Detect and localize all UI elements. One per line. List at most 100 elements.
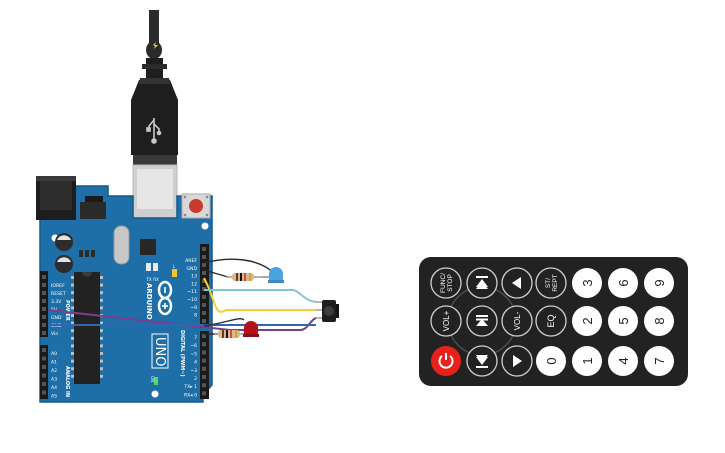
remote-button-func-stop[interactable]: FUNC/STOP (430, 267, 462, 299)
chip-leg (100, 276, 103, 279)
led-blue[interactable] (262, 267, 284, 283)
header-pin[interactable] (202, 334, 206, 338)
power-header[interactable] (40, 271, 48, 337)
header-pin[interactable] (42, 275, 46, 279)
header-pin[interactable] (202, 255, 206, 259)
pin-label: A0 (51, 351, 57, 357)
capacitor (55, 233, 73, 251)
wires[interactable] (47, 258, 317, 335)
button-label: VOL- (513, 311, 522, 330)
header-pin[interactable] (42, 323, 46, 327)
header-pin[interactable] (42, 315, 46, 319)
usb-cable[interactable] (131, 10, 178, 219)
chip-leg (100, 352, 103, 355)
voltage-regulator (80, 196, 106, 219)
digital-header-bottom[interactable] (200, 331, 209, 399)
analog-header[interactable] (40, 345, 48, 399)
resistor[interactable] (226, 273, 262, 281)
chip-leg (71, 329, 74, 333)
remote-button-back[interactable] (501, 267, 533, 299)
header-pin[interactable] (42, 331, 46, 335)
remote-button-6[interactable]: 6 (608, 268, 638, 298)
header-pin[interactable] (42, 307, 46, 311)
chip-leg (100, 321, 103, 325)
atmega-microcontroller (71, 272, 103, 384)
header-pin[interactable] (202, 358, 206, 363)
header-pin[interactable] (42, 382, 46, 386)
remote-button-forward[interactable] (501, 345, 533, 377)
chip-leg (71, 291, 74, 295)
pin-label: ~9 (190, 305, 197, 311)
pin-label: A3 (51, 377, 57, 383)
resistor[interactable] (214, 330, 246, 338)
pin-label: 7 (194, 335, 197, 341)
remote-button-eq[interactable]: EQ (535, 305, 567, 337)
chip-leg (71, 367, 74, 371)
pin-label: A5 (51, 394, 57, 400)
ir-receiver[interactable] (316, 300, 339, 322)
remote-button-skip-back[interactable] (466, 267, 498, 299)
remote-button-9[interactable]: 9 (644, 268, 674, 298)
remote-button-5[interactable]: 5 (608, 306, 638, 336)
reset-button[interactable] (181, 193, 211, 219)
header-pin[interactable] (202, 383, 206, 388)
remote-button-8[interactable]: 8 (644, 306, 674, 336)
skip-back-icon (476, 276, 488, 289)
header-pin[interactable] (202, 342, 206, 347)
header-pin[interactable] (202, 295, 206, 299)
wire-led-red-cathode (203, 317, 245, 327)
pin-label: ~6 (190, 343, 197, 349)
header-pin[interactable] (42, 365, 46, 369)
header-pin[interactable] (42, 390, 46, 395)
chip-leg (71, 314, 74, 317)
header-pin[interactable] (42, 291, 46, 295)
header-pin[interactable] (202, 391, 206, 396)
remote-button-st-rept[interactable]: ST/REPT (535, 267, 567, 299)
remote-button-vol-down[interactable]: VOL- (501, 305, 533, 337)
button-label: ST/REPT (545, 274, 559, 291)
led-red[interactable] (243, 321, 259, 337)
remote-button-2[interactable]: 2 (572, 306, 602, 336)
header-pin[interactable] (202, 303, 206, 307)
remote-button-1[interactable]: 1 (572, 346, 602, 376)
header-pin[interactable] (42, 348, 46, 352)
remote-button-7[interactable]: 7 (644, 346, 674, 376)
pin-label: 4 (194, 360, 197, 366)
header-pin[interactable] (202, 263, 206, 267)
header-pin[interactable] (202, 319, 206, 323)
remote-button-play-pause[interactable] (466, 305, 498, 337)
header-pin[interactable] (42, 299, 46, 303)
mounting-hole (201, 222, 209, 230)
header-pin[interactable] (202, 271, 206, 275)
remote-button-skip-forward[interactable] (466, 345, 498, 377)
header-pin[interactable] (42, 373, 46, 378)
header-pin[interactable] (202, 350, 206, 355)
chip-leg (100, 329, 103, 333)
header-pin[interactable] (42, 356, 46, 361)
button-label: 8 (652, 317, 667, 324)
brand-label: ARDUINO (145, 283, 153, 320)
pin-label: 3.3V (51, 299, 62, 305)
remote-button-power[interactable] (431, 346, 461, 376)
header-pin[interactable] (42, 283, 46, 287)
header-pin[interactable] (202, 375, 206, 379)
header-pin[interactable] (202, 311, 206, 315)
forward-icon (513, 355, 522, 367)
chip-leg (71, 306, 74, 310)
remote-button-vol-up[interactable]: VOL+ (430, 305, 462, 337)
header-pin[interactable] (202, 279, 206, 283)
remote-button-4[interactable]: 4 (608, 346, 638, 376)
header-pin[interactable] (202, 366, 206, 371)
arduino-board[interactable]: TX RX L ARDUINO UNO ON (36, 176, 213, 403)
remote-button-0[interactable]: 0 (536, 346, 566, 376)
pin-label: RESET (51, 291, 66, 297)
remote-button-3[interactable]: 3 (572, 268, 602, 298)
button-label: EQ (546, 314, 556, 327)
usb-chip (140, 239, 156, 255)
chip-leg (71, 336, 74, 340)
header-pin[interactable] (202, 247, 206, 251)
chip-leg (100, 344, 103, 348)
